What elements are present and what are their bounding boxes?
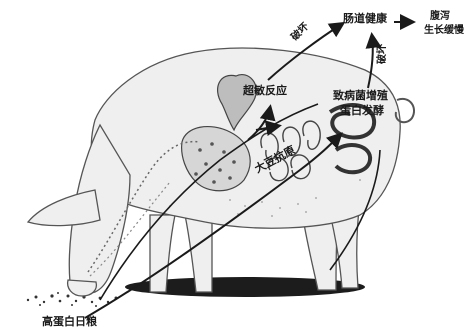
protein-fermentation-label: 蛋白发酵 <box>340 105 384 116</box>
hypersensitivity-label: 超敏反应 <box>243 85 287 96</box>
slow-growth-label: 生长缓慢 <box>424 26 464 36</box>
intestinal-health-label: 肠道健康 <box>343 13 387 24</box>
pathogen-proliferation-label: 致病菌增殖 <box>333 90 388 101</box>
destroy-label-2: 破坏 <box>378 44 388 64</box>
diarrhea-label: 腹泻 <box>430 12 450 22</box>
high-protein-diet-label: 高蛋白日粮 <box>42 316 97 327</box>
